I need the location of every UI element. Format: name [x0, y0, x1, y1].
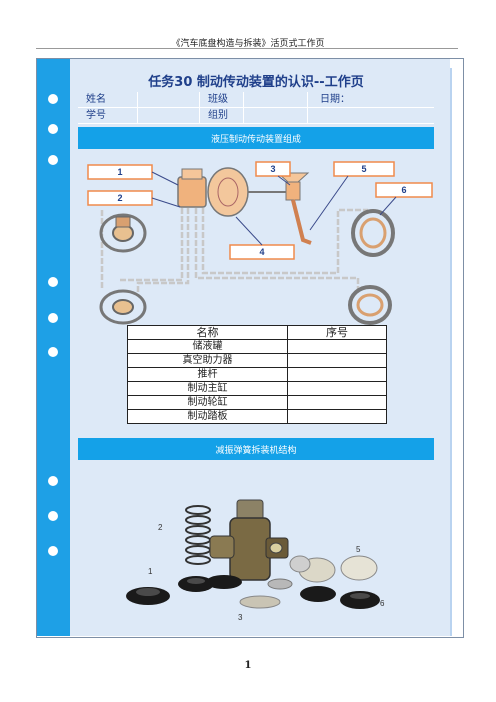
- table-row: 储液罐: [127, 339, 387, 354]
- diagram-callouts: 1 2 3 4 5 6: [87, 161, 433, 260]
- table-row: 真空助力器: [127, 353, 387, 368]
- binder-hole-icon: [48, 476, 58, 486]
- svg-text:4: 4: [259, 247, 264, 257]
- table-header-row: 名称 序号: [127, 325, 387, 340]
- binder-hole-icon: [48, 277, 58, 287]
- front-right-brake-drum: [351, 209, 395, 257]
- callout-6: 6: [375, 182, 433, 216]
- table-row: 推杆: [127, 367, 387, 382]
- svg-text:3: 3: [270, 164, 275, 174]
- part-number-field[interactable]: [287, 381, 387, 396]
- callout-1: 1: [87, 164, 179, 186]
- table-header-number: 序号: [287, 325, 387, 340]
- front-left-brake-disc: [99, 213, 147, 253]
- info-blank-cell: [308, 108, 434, 124]
- rear-left-brake-disc: [99, 289, 147, 325]
- part-number-field[interactable]: [287, 395, 387, 410]
- part-number-field[interactable]: [287, 367, 387, 382]
- section-band-spring-tool: 减振弹簧拆装机结构: [78, 438, 434, 460]
- name-label: 姓名: [78, 92, 138, 108]
- brake-system-diagram: 1 2 3 4 5 6: [87, 161, 433, 325]
- spring-tool-parts-photo: 2 1 3 5 6: [126, 499, 385, 622]
- binder-hole-icon: [48, 313, 58, 323]
- rubber-cups: [126, 575, 380, 609]
- part-number-field[interactable]: [287, 409, 387, 424]
- class-label: 班级: [200, 92, 244, 108]
- valve-body: [209, 499, 289, 581]
- name-field[interactable]: [138, 92, 200, 108]
- callout-3: 3: [255, 161, 291, 186]
- binder-hole-icon: [48, 94, 58, 104]
- part-name: 制动踏板: [127, 409, 288, 424]
- svg-text:5: 5: [356, 545, 361, 554]
- binder-hole-icon: [48, 124, 58, 134]
- part-name: 储液罐: [127, 339, 288, 354]
- svg-text:3: 3: [238, 613, 243, 622]
- table-row: 制动主缸: [127, 381, 387, 396]
- table-row: 制动踏板: [127, 409, 387, 424]
- student-id-label: 学号: [78, 108, 138, 124]
- table-header-name: 名称: [127, 325, 288, 340]
- page-header-title: 《汽车底盘构造与拆装》活页式工作页: [171, 39, 325, 49]
- group-field[interactable]: [244, 108, 308, 124]
- binder-hole-icon: [48, 155, 58, 165]
- svg-text:6: 6: [401, 185, 406, 195]
- svg-text:5: 5: [361, 164, 366, 174]
- date-label: 日期：: [308, 92, 434, 108]
- callout-5: 5: [309, 161, 395, 231]
- svg-text:1: 1: [148, 567, 153, 576]
- part-name: 制动主缸: [127, 381, 288, 396]
- student-id-field[interactable]: [138, 108, 200, 124]
- student-info-grid: 姓名 班级 日期： 学号 组别: [78, 92, 434, 124]
- part-name: 推杆: [127, 367, 288, 382]
- part-number-field[interactable]: [287, 339, 387, 354]
- rear-right-brake-drum: [348, 285, 392, 325]
- parts-table: 名称 序号 储液罐 真空助力器 推杆 制动主缸 制动轮缸 制动踏板: [127, 325, 387, 424]
- worksheet-title: 任务30 制动传动装置的认识--工作页: [148, 74, 364, 90]
- class-field[interactable]: [244, 92, 308, 108]
- group-label: 组别: [200, 108, 244, 124]
- svg-text:2: 2: [158, 523, 163, 532]
- sheet-edge-strip: [450, 68, 452, 636]
- coil-spring: [185, 505, 211, 565]
- header-rule: [36, 48, 458, 49]
- binder-hole-icon: [48, 546, 58, 556]
- table-row: 制动轮缸: [127, 395, 387, 410]
- brake-pedal: [276, 172, 312, 245]
- page-number: 1: [244, 660, 252, 671]
- svg-text:6: 6: [380, 599, 385, 608]
- binder-hole-icon: [48, 347, 58, 357]
- callout-2: 2: [87, 190, 181, 208]
- brake-lines: [100, 200, 368, 295]
- svg-text:1: 1: [117, 167, 122, 177]
- part-number-field[interactable]: [287, 353, 387, 368]
- svg-text:2: 2: [117, 193, 122, 203]
- part-name: 制动轮缸: [127, 395, 288, 410]
- section-band-hydraulic: 液压制动传动装置组成: [78, 127, 434, 149]
- binder-hole-icon: [48, 511, 58, 521]
- callout-4: 4: [229, 216, 295, 260]
- metal-caps: [239, 555, 378, 609]
- master-cylinder-booster-assembly: [177, 167, 288, 217]
- part-name: 真空助力器: [127, 353, 288, 368]
- photo-callouts: 2 1 3 5 6: [148, 523, 385, 622]
